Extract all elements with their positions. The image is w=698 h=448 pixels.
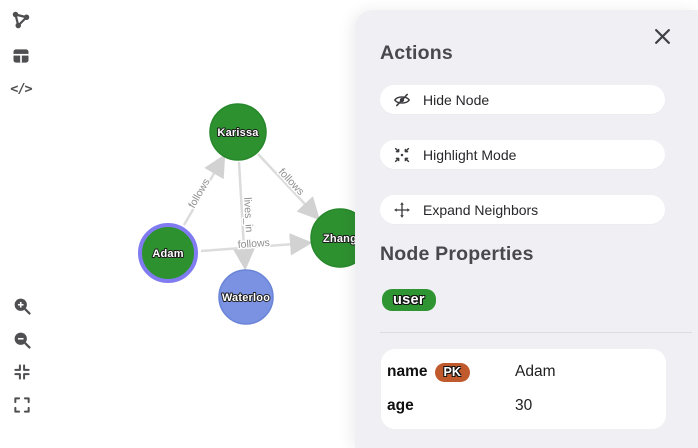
edge-karissa-zhang (257, 153, 321, 221)
property-key-name: name PK (387, 362, 515, 382)
property-row-age: age 30 (387, 390, 658, 422)
node-waterloo[interactable]: Waterloo (218, 269, 274, 325)
edge-label-follows-1: follows (186, 177, 212, 211)
move-icon (393, 201, 411, 219)
actions-title: Actions (380, 42, 453, 64)
node-zhang[interactable]: Zhang (310, 208, 370, 268)
node-properties-title: Node Properties (380, 243, 534, 265)
node-label-zhang: Zhang (323, 233, 357, 245)
property-row-name: name PK Adam (387, 356, 658, 388)
primary-key-badge: PK (434, 362, 470, 382)
node-type-badge-user: user (382, 289, 436, 311)
property-value-age: 30 (515, 397, 533, 414)
properties-card: name PK Adam age 30 (381, 349, 666, 429)
node-label-adam: Adam (152, 248, 183, 260)
code-view-icon[interactable]: </> (9, 77, 33, 101)
property-key-name-label: name (387, 363, 428, 380)
code-glyph: </> (10, 81, 32, 97)
edge-label-follows-3: follows (237, 237, 270, 251)
node-adam[interactable]: Adam (138, 223, 198, 283)
fit-view-icon[interactable] (10, 360, 34, 384)
hide-node-button[interactable]: Hide Node (380, 85, 665, 114)
property-key-age: age (387, 397, 515, 415)
node-label-waterloo: Waterloo (222, 292, 270, 304)
node-label-karissa: Karissa (217, 127, 259, 139)
hide-node-label: Hide Node (423, 91, 490, 108)
fullscreen-icon[interactable] (10, 393, 34, 417)
highlight-mode-label: Highlight Mode (423, 146, 517, 163)
zoom-out-icon[interactable] (10, 328, 34, 352)
edge-adam-zhang (200, 233, 313, 256)
highlight-icon (393, 146, 411, 164)
property-key-age-label: age (387, 397, 414, 414)
edge-adam-karissa (182, 154, 226, 226)
graph-view-icon[interactable] (9, 8, 33, 32)
eye-off-icon (393, 91, 411, 109)
close-icon[interactable] (652, 26, 672, 46)
node-actions-panel: Actions Hide Node Highlight Mode (355, 10, 698, 448)
node-karissa[interactable]: Karissa (209, 103, 267, 161)
table-view-icon[interactable] (9, 44, 33, 68)
edge-label-follows-2: follows (276, 166, 307, 198)
expand-neighbors-button[interactable]: Expand Neighbors (380, 195, 665, 224)
zoom-in-icon[interactable] (10, 294, 34, 318)
property-value-name: Adam (515, 363, 556, 380)
expand-neighbors-label: Expand Neighbors (423, 201, 539, 218)
highlight-mode-button[interactable]: Highlight Mode (380, 140, 665, 169)
divider (380, 332, 692, 333)
edge-label-lives-in: lives_in (241, 197, 255, 233)
